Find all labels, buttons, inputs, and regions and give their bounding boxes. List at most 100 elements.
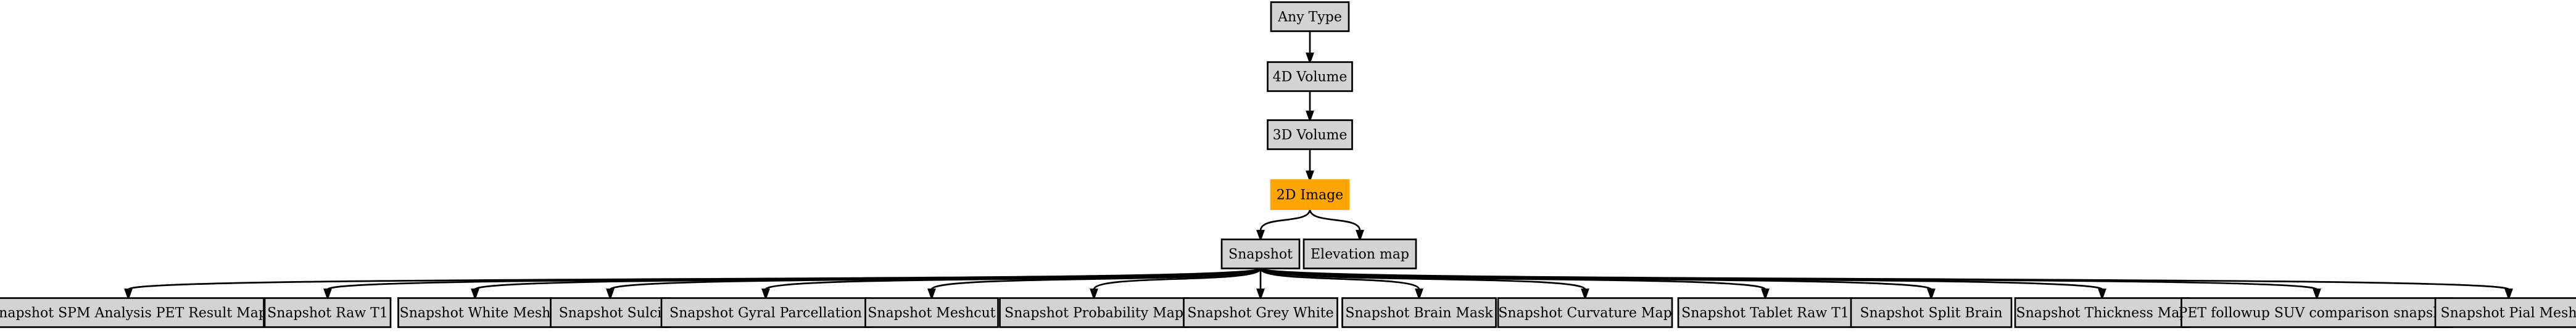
arrowhead [471, 289, 479, 301]
arrowhead [761, 289, 770, 301]
arrowhead [2313, 289, 2321, 301]
node-box [1267, 61, 1353, 92]
arrowhead [1256, 230, 1265, 242]
node-label: Snapshot [1228, 247, 1293, 263]
edge-snapshot-to-pial-mesh [1259, 268, 2513, 301]
node-label: Snapshot Thickness Map [2016, 306, 2189, 321]
edge-volume-4d-to-volume-3d [1306, 91, 1314, 123]
node-box [2434, 297, 2576, 328]
edge-snapshot-to-thickness [1259, 268, 2106, 301]
node-box [1183, 297, 1338, 328]
node-label: Snapshot SPM Analysis PET Result Map [0, 306, 267, 321]
edge-any-type-to-volume-4d [1306, 31, 1314, 65]
node-label: Snapshot Tablet Raw T1 [1681, 306, 1849, 321]
node-thickness: Snapshot Thickness Map [2014, 297, 2190, 328]
arrowhead [1090, 289, 1098, 301]
node-box [1270, 179, 1350, 210]
node-label: 3D Volume [1273, 128, 1348, 143]
edge-snapshot-to-gyral [761, 268, 1262, 301]
arrowhead [124, 289, 133, 301]
edge-line [764, 268, 1262, 290]
arrowhead [1256, 289, 1265, 301]
node-gyral: Snapshot Gyral Parcellation [660, 297, 871, 328]
node-box [550, 297, 671, 328]
node-curvature: Snapshot Curvature Map [1497, 297, 1673, 328]
node-label: Any Type [1277, 10, 1342, 25]
node-pial-mesh: Snapshot Pial Mesh [2434, 297, 2576, 328]
arrowhead [927, 289, 936, 301]
edge-snapshot-to-white-mesh [471, 268, 1262, 301]
node-split-brain: Snapshot Split Brain [1850, 297, 2013, 328]
node-box [263, 297, 392, 328]
edge-line [1259, 268, 2510, 290]
node-sulci: Snapshot Sulci [550, 297, 671, 328]
node-box [1497, 297, 1673, 328]
edge-line [1309, 209, 1361, 231]
node-label: Snapshot Curvature Map [1498, 306, 1671, 321]
node-box [1302, 238, 1417, 269]
node-elevation-map: Elevation map [1302, 238, 1417, 269]
arrowhead [1761, 289, 1770, 301]
node-white-mesh: Snapshot White Mesh [397, 297, 553, 328]
edge-snapshot-to-brain-mask [1259, 268, 1423, 301]
node-box [864, 297, 999, 328]
edge-line [1259, 209, 1311, 231]
node-pet-suv: PET followup SUV comparison snapshot [2179, 297, 2456, 328]
node-label: Snapshot Split Brain [1860, 306, 2002, 321]
arrowhead [1415, 289, 1423, 301]
node-meshcut: Snapshot Meshcut [864, 297, 999, 328]
node-label: Snapshot Meshcut [868, 306, 995, 321]
node-box [999, 297, 1189, 328]
node-label: PET followup SUV comparison snapshot [2179, 306, 2456, 321]
node-label: Snapshot Grey White [1187, 306, 1333, 321]
node-box [1341, 297, 1497, 328]
node-box [1267, 119, 1353, 150]
edge-snapshot-to-meshcut [927, 268, 1262, 301]
node-tablet-raw-t1: Snapshot Tablet Raw T1 [1677, 297, 1853, 328]
node-volume-3d: 3D Volume [1267, 119, 1353, 150]
node-box [0, 297, 265, 328]
node-label: Snapshot Pial Mesh [2441, 306, 2576, 321]
edge-line [1259, 268, 1420, 290]
arrowhead [606, 289, 615, 301]
edge-snapshot-to-grey-white [1256, 268, 1265, 301]
node-box [2014, 297, 2190, 328]
edge-snapshot-to-tablet-raw-t1 [1259, 268, 1770, 301]
node-label: Snapshot Brain Mask [1345, 306, 1493, 321]
arrowhead [1581, 289, 1589, 301]
edge-snapshot-to-raw-t1 [323, 268, 1262, 301]
arrowhead [1356, 230, 1364, 242]
edge-image-2d-to-elevation-map [1309, 209, 1364, 242]
node-brain-mask: Snapshot Brain Mask [1341, 297, 1497, 328]
node-label: Elevation map [1311, 247, 1409, 263]
edge-line [930, 268, 1262, 290]
edge-line [1093, 268, 1262, 290]
node-box [660, 297, 871, 328]
node-label: Snapshot Probability Map [1004, 306, 1183, 321]
arrowhead [1306, 111, 1314, 123]
arrowhead [1306, 53, 1314, 65]
node-label: 4D Volume [1273, 70, 1348, 85]
arrowhead [1306, 171, 1314, 183]
node-any-type: Any Type [1270, 1, 1350, 32]
node-box [2180, 297, 2453, 328]
node-label: Snapshot Raw T1 [267, 306, 388, 321]
node-label: Snapshot Gyral Parcellation [669, 306, 862, 321]
edge-snapshot-to-spm-pet [124, 268, 1262, 301]
node-raw-t1: Snapshot Raw T1 [263, 297, 392, 328]
node-volume-4d: 4D Volume [1267, 61, 1353, 92]
arrowhead [2504, 289, 2513, 301]
edge-snapshot-to-probability [1090, 268, 1262, 301]
arrowhead [2098, 289, 2106, 301]
node-grey-white: Snapshot Grey White [1183, 297, 1338, 328]
edge-image-2d-to-snapshot [1256, 209, 1311, 242]
edge-volume-3d-to-image-2d [1306, 149, 1314, 183]
node-box [397, 297, 553, 328]
node-box [1850, 297, 2013, 328]
edges-layer [124, 31, 2513, 301]
node-probability: Snapshot Probability Map [999, 297, 1189, 328]
node-box [1270, 1, 1350, 32]
node-spm-pet: Snapshot SPM Analysis PET Result Map [0, 297, 267, 328]
